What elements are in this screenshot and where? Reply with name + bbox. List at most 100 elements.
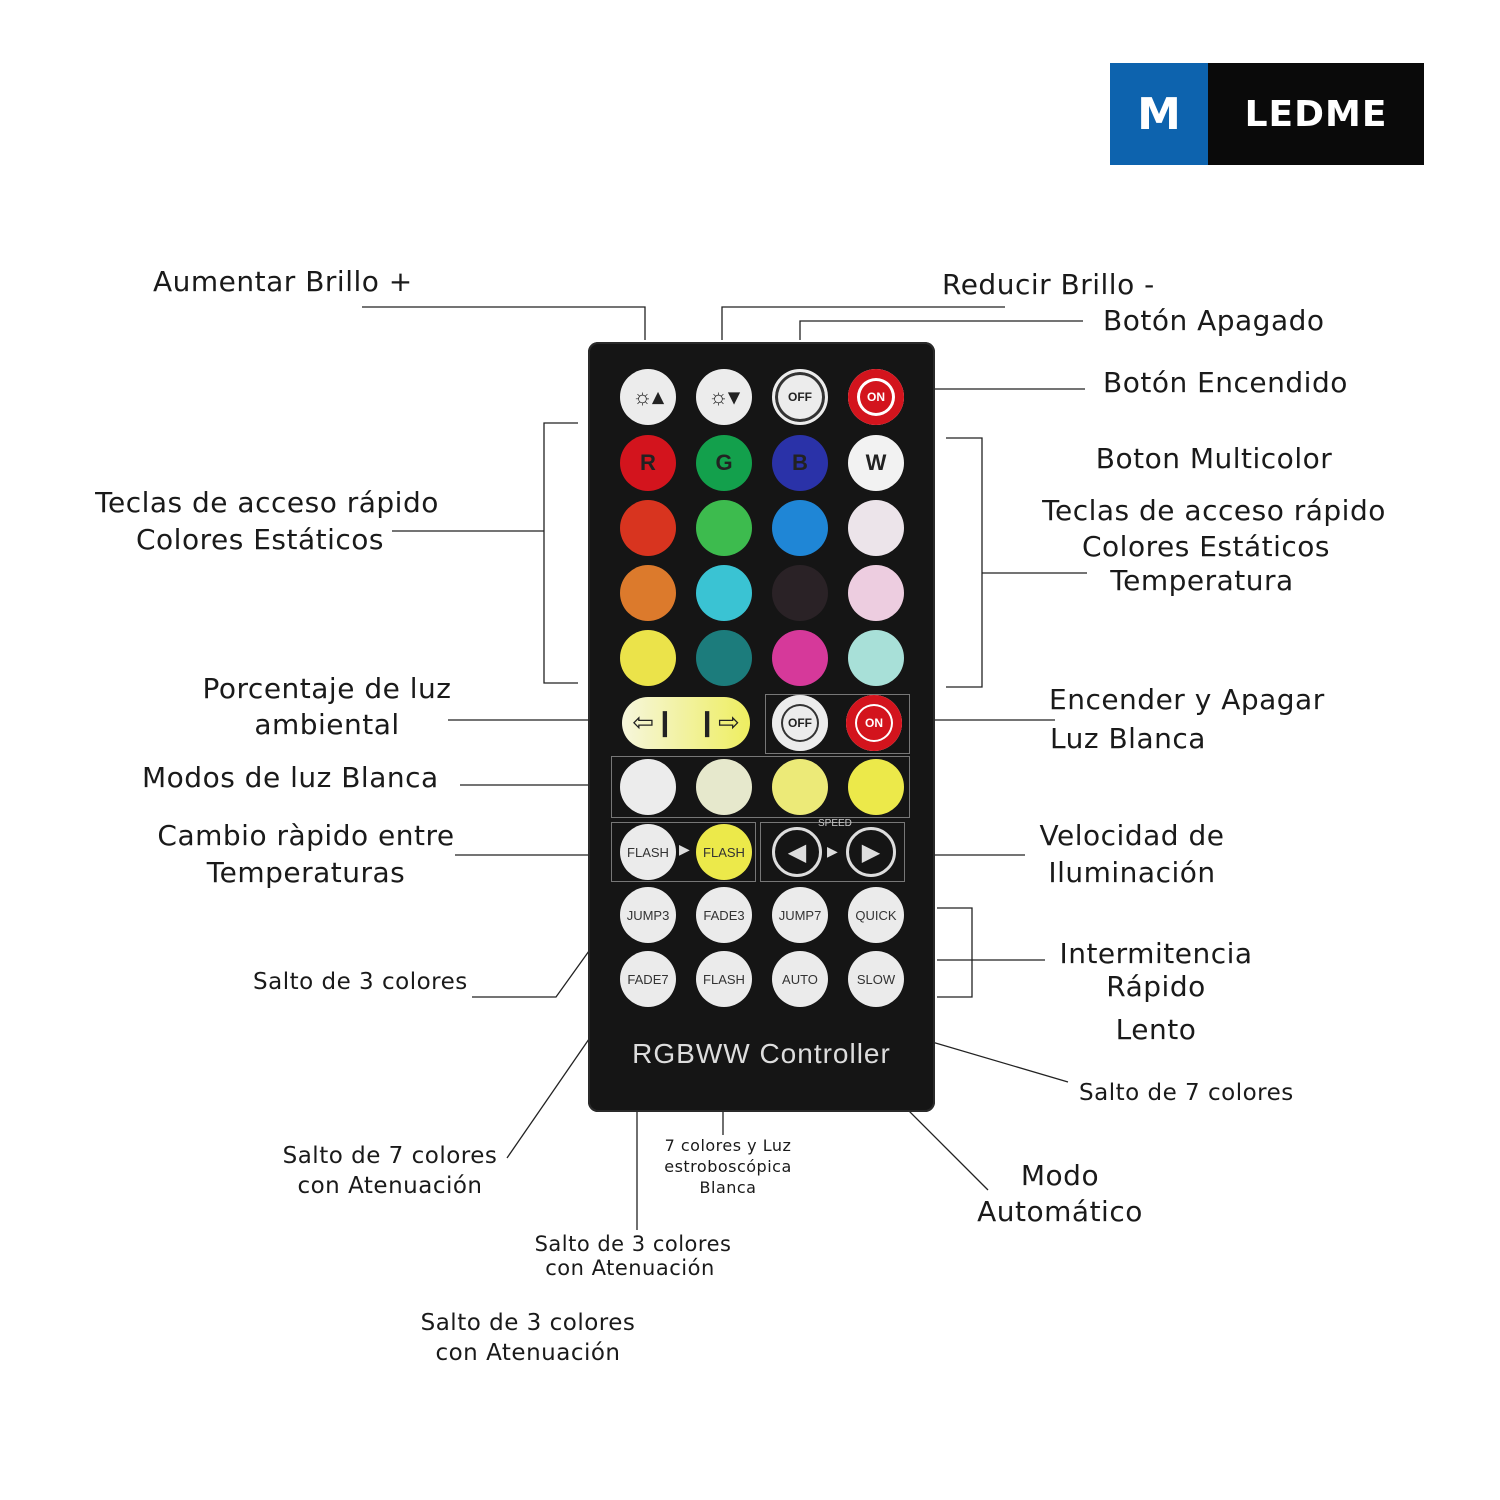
label-salto3: Salto de 3 colores: [253, 969, 468, 995]
label-teclas-left-1: Teclas de acceso rápido: [95, 486, 439, 519]
label-velocidad-1: Velocidad de: [1039, 819, 1225, 852]
green-button[interactable]: G: [696, 435, 752, 491]
white-mode-button[interactable]: [696, 759, 752, 815]
label-apagado: Botón Apagado: [1103, 304, 1325, 337]
label-rapido: Rápido: [1106, 970, 1206, 1003]
bracket-intermitencia: [937, 907, 973, 998]
arrow-icon: ▶: [679, 842, 690, 858]
label-porcentaje-2: ambiental: [254, 708, 400, 741]
color-button[interactable]: [848, 500, 904, 556]
ambient-light-slider[interactable]: ⇦❙ ❙⇨: [622, 697, 750, 749]
off-button[interactable]: OFF: [772, 369, 828, 425]
mode-button-jump3[interactable]: JUMP3: [620, 887, 676, 943]
speed-group: [760, 822, 905, 882]
mode-button-fade7[interactable]: FADE7: [620, 951, 676, 1007]
label-cambio-2: Temperaturas: [206, 856, 406, 889]
mode-button-fade3[interactable]: FADE3: [696, 887, 752, 943]
color-button[interactable]: [772, 565, 828, 621]
color-button[interactable]: [620, 565, 676, 621]
white-mode-button[interactable]: [848, 759, 904, 815]
brightness-up-icon: ☼▴: [632, 384, 664, 409]
label-teclas-left-2: Colores Estáticos: [136, 523, 384, 556]
color-button[interactable]: [696, 500, 752, 556]
white-mode-button[interactable]: [772, 759, 828, 815]
mode-button-quick[interactable]: QUICK: [848, 887, 904, 943]
white-on-button[interactable]: ON: [846, 695, 902, 751]
ambient-increase-icon[interactable]: ❙⇨: [696, 708, 740, 738]
color-button[interactable]: [772, 630, 828, 686]
ambient-decrease-icon[interactable]: ⇦❙: [632, 708, 676, 738]
bracket-right: [946, 437, 983, 688]
white-power-group: [765, 694, 910, 754]
mode-button-auto[interactable]: AUTO: [772, 951, 828, 1007]
speed-up-button[interactable]: ▶: [846, 827, 896, 877]
power-on-icon: ON: [867, 390, 885, 404]
logo-name: LEDME: [1208, 63, 1424, 165]
on-button[interactable]: ON: [848, 369, 904, 425]
label-siete-2: estroboscópica: [664, 1157, 792, 1176]
color-button[interactable]: [772, 500, 828, 556]
remote-control: ☼▴ ☼▾ OFF ON R G B W ⇦❙ ❙⇨ OFF ON FLASH …: [588, 342, 935, 1112]
speed-label: SPEED: [818, 818, 852, 829]
label-multicolor: Boton Multicolor: [1095, 442, 1333, 475]
label-salto3-aten-mid-2: con Atenuación: [545, 1256, 715, 1280]
white-button[interactable]: W: [848, 435, 904, 491]
line-aumentar: [362, 306, 646, 340]
ledme-logo: M LEDME: [1110, 63, 1424, 165]
red-button[interactable]: R: [620, 435, 676, 491]
triangle-left-icon: ◀: [787, 838, 807, 866]
color-button[interactable]: [696, 565, 752, 621]
color-button[interactable]: [848, 630, 904, 686]
label-siete-3: Blanca: [699, 1178, 757, 1197]
mode-button-flash[interactable]: FLASH: [696, 951, 752, 1007]
mode-button-jump7[interactable]: JUMP7: [772, 887, 828, 943]
label-encendido: Botón Encendido: [1103, 366, 1348, 399]
label-modo-2: Automático: [977, 1195, 1143, 1228]
brightness-down-icon: ☼▾: [708, 384, 740, 409]
flash-group: [611, 822, 756, 882]
label-cambio-1: Cambio ràpido entre: [157, 819, 455, 852]
label-modos: Modos de luz Blanca: [142, 761, 439, 794]
bracket-left: [543, 422, 578, 684]
blue-button[interactable]: B: [772, 435, 828, 491]
brightness-up-button[interactable]: ☼▴: [620, 369, 676, 425]
brightness-down-button[interactable]: ☼▾: [696, 369, 752, 425]
label-teclas-right-3: Temperatura: [1110, 564, 1294, 597]
color-button[interactable]: [620, 500, 676, 556]
flash-white-button[interactable]: FLASH: [620, 824, 676, 880]
power-off-icon: OFF: [788, 390, 812, 404]
label-salto7-aten-1: Salto de 7 colores: [282, 1143, 498, 1169]
color-button[interactable]: [696, 630, 752, 686]
label-siete-1: 7 colores y Luz: [664, 1136, 792, 1155]
label-intermitencia: Intermitencia: [1059, 937, 1253, 970]
white-mode-button[interactable]: [620, 759, 676, 815]
label-modo-1: Modo: [1020, 1159, 1100, 1192]
speed-down-button[interactable]: ◀: [772, 827, 822, 877]
white-off-button[interactable]: OFF: [772, 695, 828, 751]
label-salto3-aten-bot-1: Salto de 3 colores: [420, 1310, 636, 1336]
arrow-icon: ▶: [827, 844, 838, 860]
label-velocidad-2: Iluminación: [1048, 856, 1216, 889]
color-button[interactable]: [620, 630, 676, 686]
mode-button-slow[interactable]: SLOW: [848, 951, 904, 1007]
label-porcentaje-1: Porcentaje de luz: [202, 672, 452, 705]
white-modes-group: [611, 756, 910, 818]
label-reducir: Reducir Brillo -: [942, 268, 1155, 301]
triangle-right-icon: ▶: [861, 838, 881, 866]
line-reducir: [721, 306, 1005, 340]
flash-warm-button[interactable]: FLASH: [696, 824, 752, 880]
remote-brand: RGBWW Controller: [632, 1038, 891, 1069]
label-encender-2: Luz Blanca: [1050, 722, 1206, 755]
label-salto3-aten-bot-2: con Atenuación: [435, 1340, 621, 1366]
label-teclas-right-2: Colores Estáticos: [1082, 530, 1330, 563]
label-aumentar: Aumentar Brillo +: [153, 265, 413, 298]
label-salto7: Salto de 7 colores: [1079, 1080, 1294, 1106]
line-apagado: [799, 320, 1083, 340]
label-salto3-aten-mid-1: Salto de 3 colores: [534, 1232, 732, 1256]
label-lento: Lento: [1115, 1013, 1197, 1046]
logo-mark: M: [1110, 63, 1208, 165]
color-button[interactable]: [848, 565, 904, 621]
label-salto7-aten-2: con Atenuación: [297, 1173, 483, 1199]
label-encender-1: Encender y Apagar: [1049, 683, 1325, 716]
label-teclas-right-1: Teclas de acceso rápido: [1042, 494, 1386, 527]
